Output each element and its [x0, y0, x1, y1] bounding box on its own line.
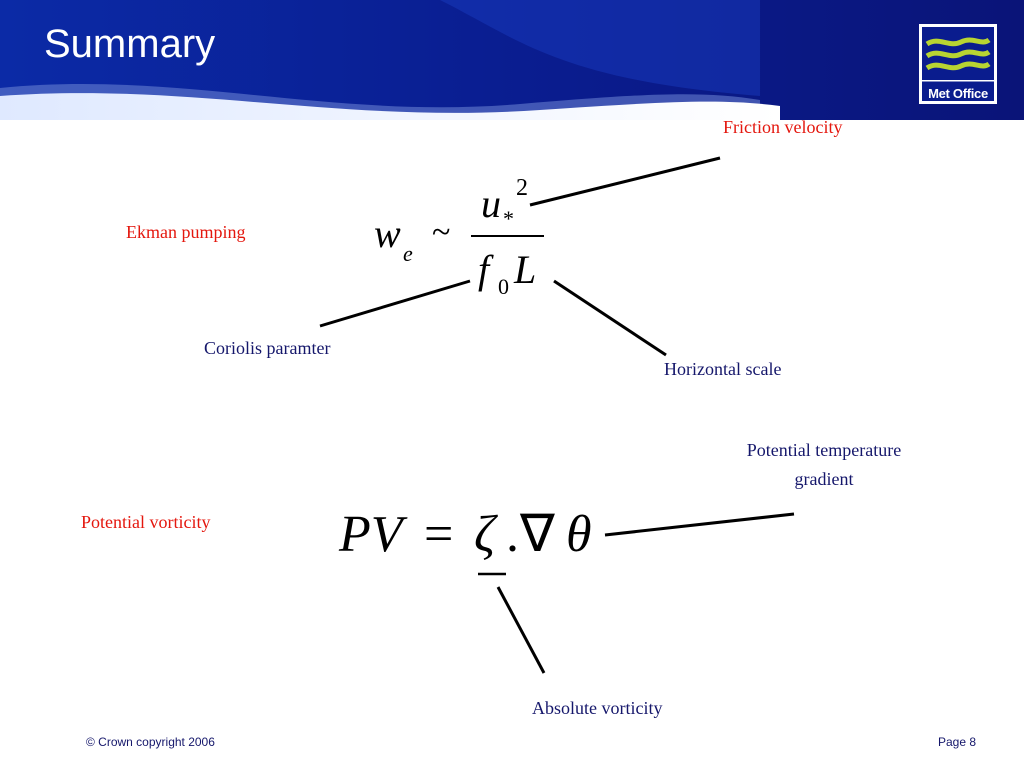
- label-potential-vorticity: Potential vorticity: [81, 512, 211, 532]
- label-potential-temperature-line1: Potential temperature: [746, 440, 902, 460]
- formula-u-superscript: 2: [516, 175, 528, 201]
- label-potential-temperature-line2: gradient: [794, 469, 854, 489]
- friction-velocity-pointer: [529, 156, 721, 207]
- formula-w: w: [374, 211, 401, 256]
- formula-nabla: ∇: [520, 506, 555, 563]
- label-absolute-vorticity: Absolute vorticity: [532, 698, 663, 718]
- formula-zeta: ζ: [474, 506, 496, 563]
- formula-f-subscript: 0: [498, 274, 509, 299]
- coriolis-pointer: [319, 279, 471, 328]
- formula-dot: .: [506, 506, 519, 563]
- slide-title: Summary: [44, 22, 216, 66]
- slide-header: [0, 0, 1024, 120]
- formula-w-subscript: e: [403, 241, 413, 266]
- label-potential-temperature-gradient: Potential temperature gradient: [724, 440, 924, 490]
- formula-pv: PV: [339, 506, 403, 563]
- met-office-logo-icon: [919, 24, 997, 104]
- met-office-logo: Met Office: [919, 24, 997, 104]
- label-coriolis-parameter: Coriolis paramter: [204, 338, 331, 358]
- logo-text: Met Office: [928, 86, 988, 101]
- header-wave-background: [0, 0, 1024, 120]
- formula-equals: =: [424, 506, 454, 563]
- label-horizontal-scale: Horizontal scale: [664, 359, 782, 379]
- horizontal-scale-pointer: [553, 279, 667, 357]
- absolute-vorticity-pointer: [496, 586, 546, 674]
- formula-u-subscript: *: [503, 206, 514, 231]
- label-friction-velocity: Friction velocity: [723, 117, 843, 137]
- formula-theta: θ: [566, 506, 592, 563]
- label-ekman-pumping: Ekman pumping: [126, 222, 246, 242]
- footer-copyright: © Crown copyright 2006: [86, 735, 215, 749]
- formula-f: f: [478, 247, 490, 292]
- footer-page-number: Page 8: [938, 735, 977, 749]
- potential-temperature-pointer: [604, 512, 795, 537]
- formula-L: L: [514, 247, 537, 292]
- formula-tilde: ~: [432, 214, 451, 251]
- formula-u: u: [481, 181, 501, 226]
